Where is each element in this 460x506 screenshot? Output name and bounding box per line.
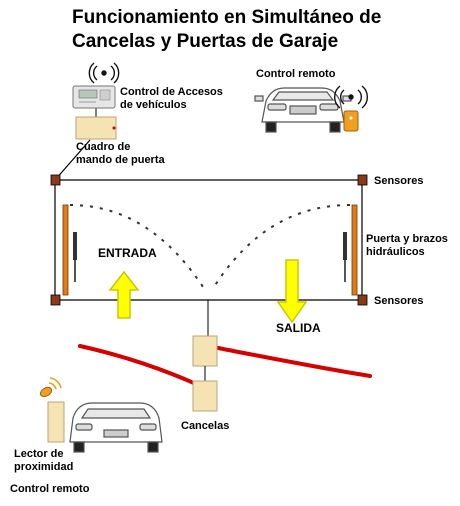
- title-line-2: Cancelas y Puertas de Garaje: [72, 31, 339, 52]
- cancela-post-bottom: [192, 380, 218, 412]
- right-hydraulic-arm-bottom: [344, 260, 346, 282]
- left-hydraulic-arm-top: [73, 232, 77, 260]
- car-icon: [254, 87, 352, 133]
- proximity-reader-icon: [39, 377, 62, 398]
- right-door-swing-arc: [211, 204, 351, 291]
- sensores-top-label: Sensores: [374, 175, 424, 187]
- salida-arrow-icon: [276, 259, 308, 324]
- sensores-bottom-label: Sensores: [374, 295, 424, 307]
- salida-label: SALIDA: [276, 321, 321, 335]
- entrada-label: ENTRADA: [98, 246, 157, 260]
- car-icon: [69, 402, 163, 453]
- cancela-post-top: [192, 335, 218, 367]
- cancelas-label: Cancelas: [181, 420, 230, 432]
- puerta-brazos-label: Puerta y brazos hidráulicos: [366, 233, 448, 258]
- right-hydraulic-arm-top: [343, 232, 347, 260]
- proximity-reader-post: [47, 401, 65, 443]
- right-door-panel: [351, 204, 358, 296]
- sensor-top-right: [357, 174, 368, 186]
- sensor-bottom-right: [357, 294, 368, 306]
- wireless-signal-icon: [334, 85, 368, 109]
- control-remoto-bottom-label: Control remoto: [10, 483, 90, 495]
- cuadro-mando-box: [75, 116, 117, 140]
- lector-proximidad-label: Lector de proximidad: [14, 448, 74, 473]
- wireless-signal-icon: [88, 62, 120, 84]
- sensor-bottom-left: [50, 294, 61, 306]
- access-control-device-icon: [72, 85, 116, 109]
- barrier-left: [78, 344, 198, 386]
- sensor-top-left: [50, 174, 61, 186]
- left-hydraulic-arm-bottom: [74, 260, 76, 282]
- control-accesos-label: Control de Accesos de vehículos: [120, 86, 223, 111]
- control-remoto-top-label: Control remoto: [256, 68, 336, 80]
- diagram-title: Funcionamiento en Simultáneo de Cancelas…: [72, 6, 452, 54]
- cuadro-mando-label: Cuadro de mando de puerta: [76, 141, 165, 166]
- remote-control-icon: [343, 110, 359, 132]
- title-line-1: Funcionamiento en Simultáneo de: [72, 7, 382, 28]
- cuadro-connection-line: [54, 139, 91, 181]
- barrier-right: [216, 346, 372, 378]
- entrada-arrow-icon: [108, 270, 140, 319]
- left-door-panel: [62, 204, 69, 296]
